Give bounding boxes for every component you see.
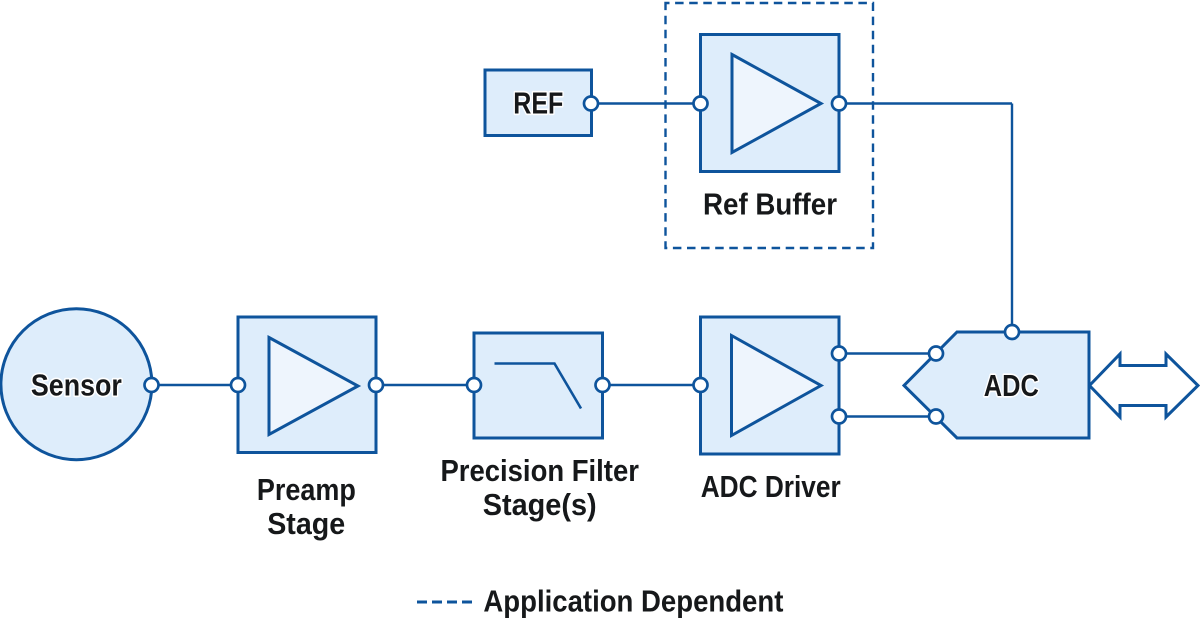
svg-text:ADC: ADC xyxy=(984,368,1039,403)
svg-text:Stage(s): Stage(s) xyxy=(483,487,597,522)
svg-text:REF: REF xyxy=(513,85,563,120)
svg-text:Sensor: Sensor xyxy=(31,368,122,403)
svg-text:ADC Driver: ADC Driver xyxy=(701,469,841,504)
svg-text:Preamp: Preamp xyxy=(257,472,356,507)
svg-text:Precision Filter: Precision Filter xyxy=(440,453,639,488)
svg-text:Stage: Stage xyxy=(267,506,345,541)
svg-text:Ref Buffer: Ref Buffer xyxy=(703,187,837,222)
svg-text:Application Dependent: Application Dependent xyxy=(483,583,783,618)
